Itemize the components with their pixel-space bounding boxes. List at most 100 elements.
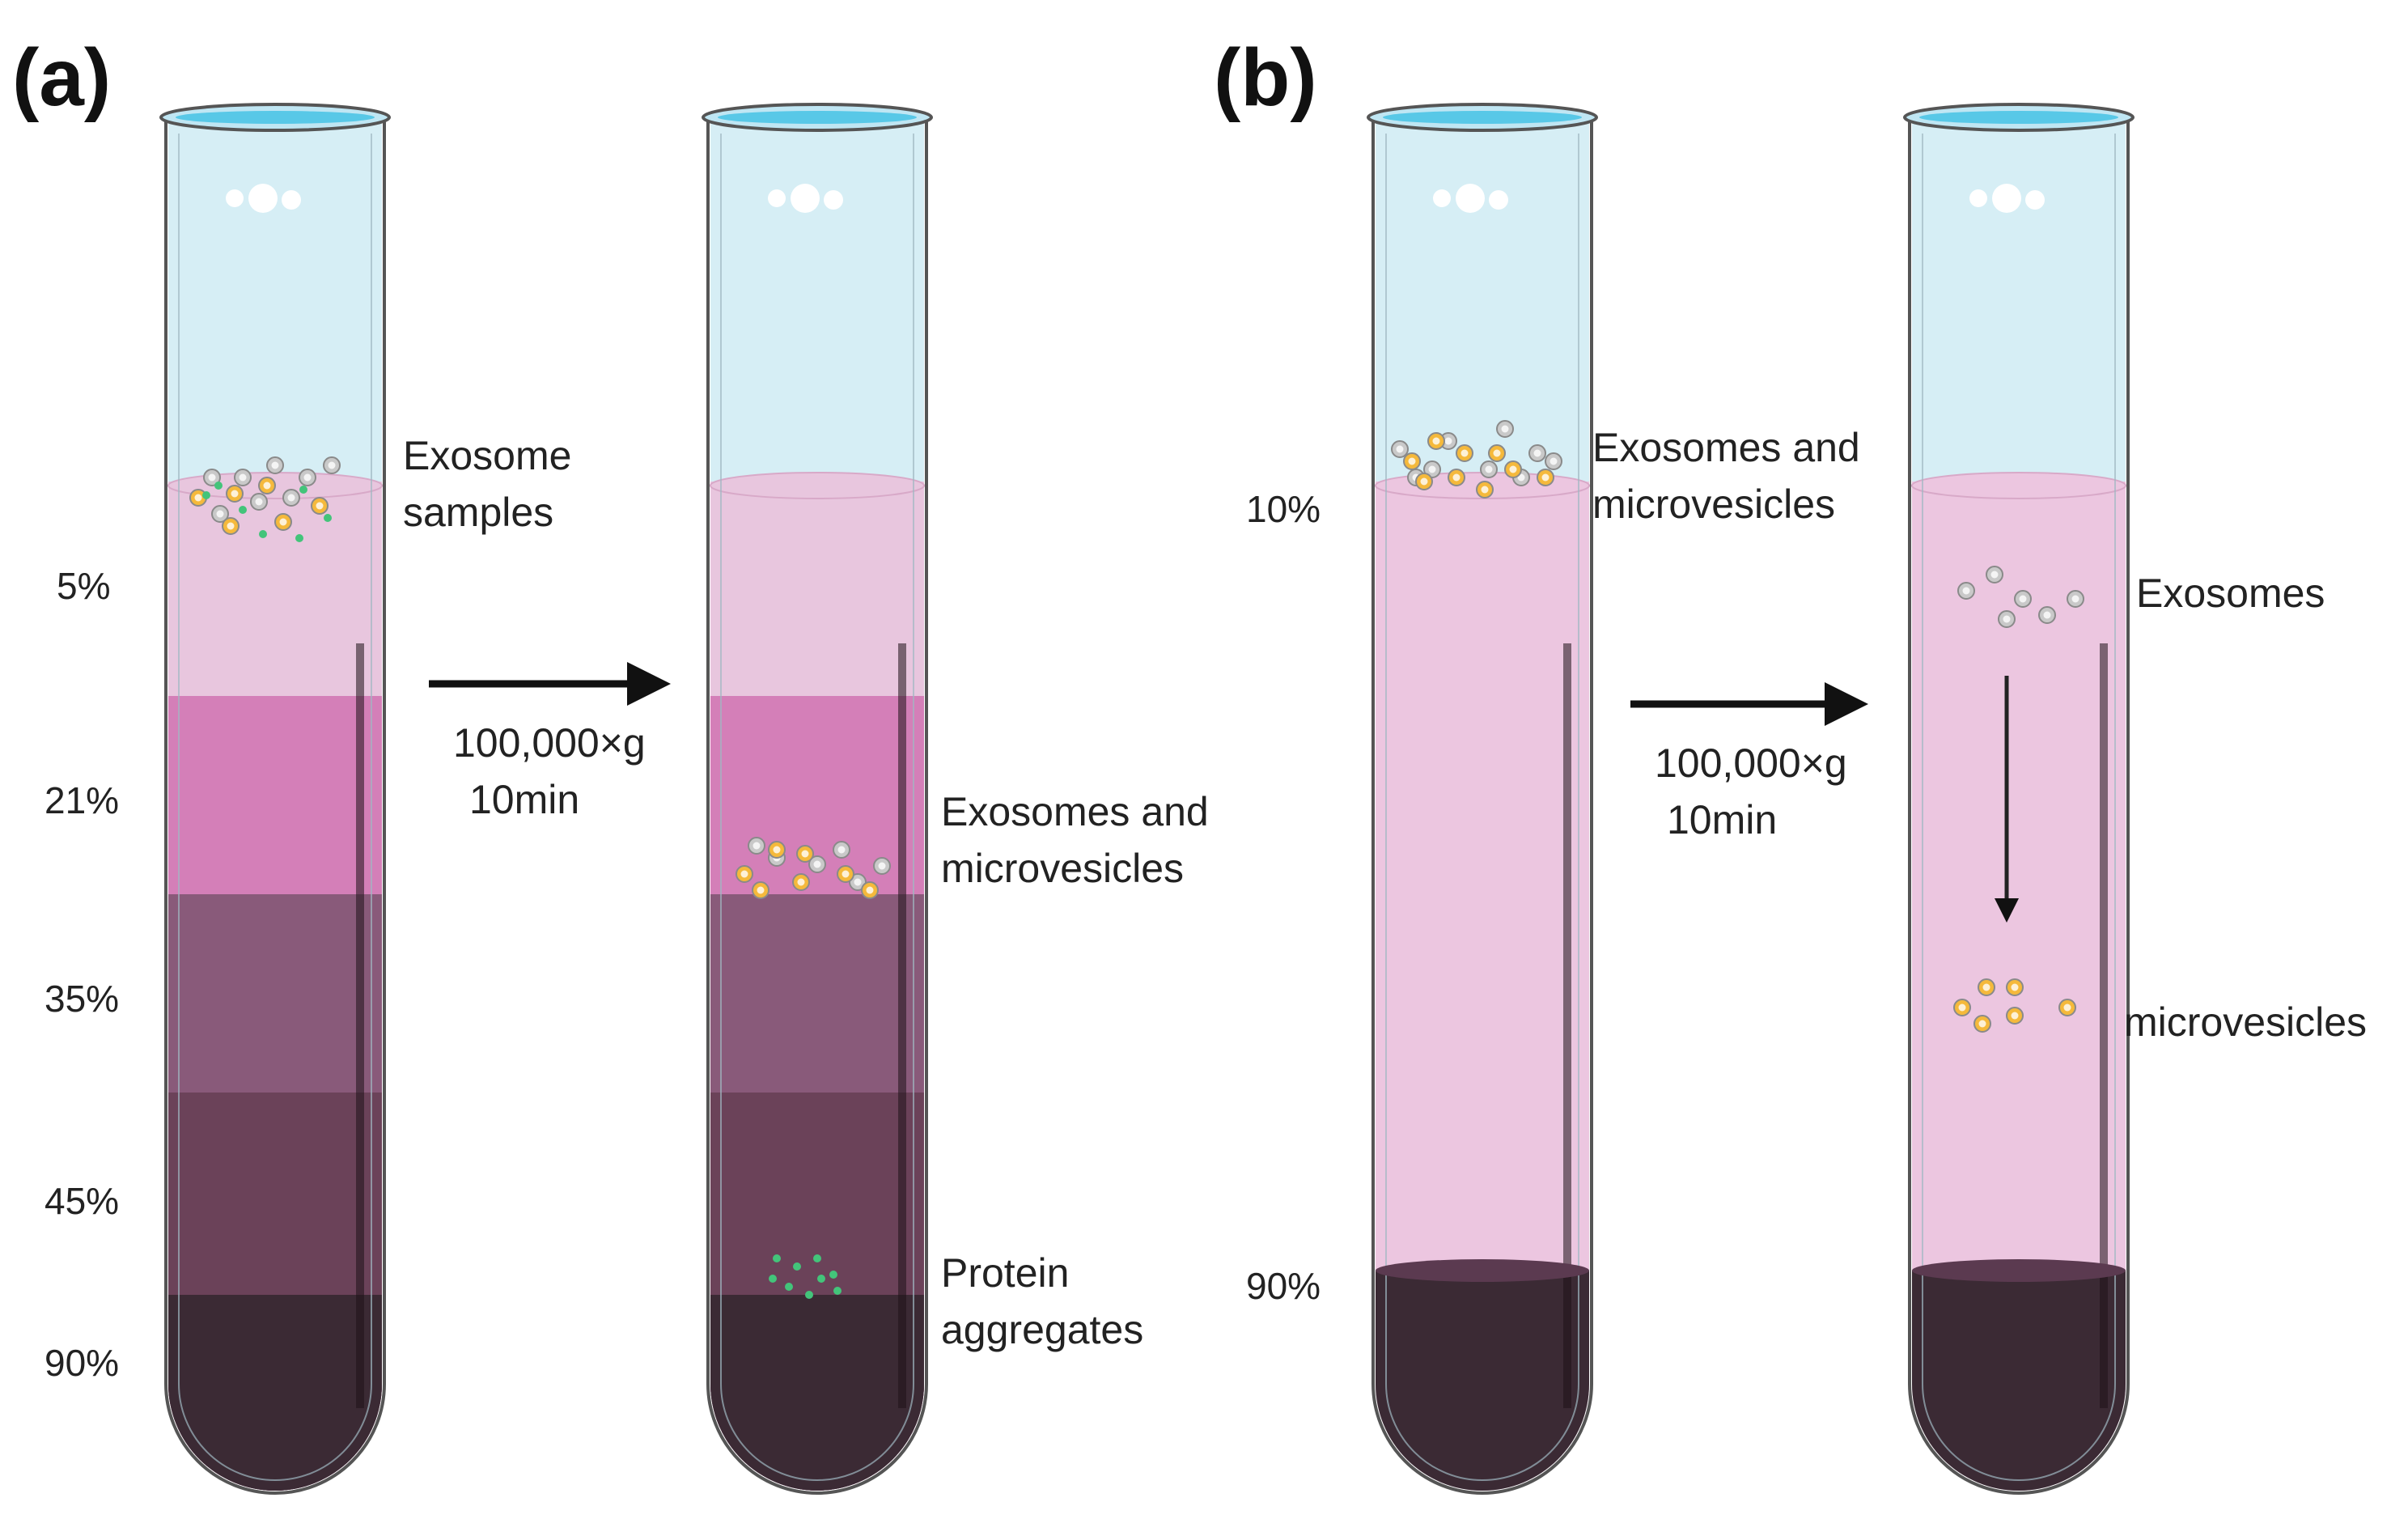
- protein-particle: [785, 1283, 793, 1291]
- bubble: [1433, 189, 1451, 207]
- exosome-particle-core: [2043, 611, 2051, 619]
- microvesicle-particle-core: [801, 850, 809, 858]
- exosome-particle-core: [1444, 437, 1452, 445]
- time-b: 10min: [1667, 797, 1777, 842]
- microvesicle-particle-core: [757, 886, 765, 894]
- panel-label-a: (a): [12, 32, 111, 123]
- exosome-particle-core: [854, 878, 862, 886]
- microvesicle-particle-core: [1420, 477, 1428, 486]
- exosome-particle-core: [1501, 425, 1509, 433]
- exosome-particle-core: [303, 473, 312, 482]
- bubble: [1456, 184, 1485, 213]
- tube-wall: [706, 117, 928, 1495]
- exosome-particle-core: [239, 473, 247, 482]
- microvesicle-particle-core: [1452, 473, 1460, 482]
- tube-a-before: [159, 103, 391, 1495]
- exosome-particle-core: [837, 846, 846, 854]
- pct-5: 5%: [57, 565, 110, 607]
- protein-particle: [202, 491, 210, 499]
- microvesicle-particle-core: [2063, 1003, 2071, 1012]
- label-exo-micro-b-1: Exosomes and: [1592, 425, 1860, 470]
- exosome-particle-core: [1962, 587, 1970, 595]
- microvesicle-particle-core: [227, 522, 235, 530]
- protein-particle: [829, 1271, 837, 1279]
- bottom-layer-surface: [1912, 1259, 2126, 1282]
- tube-wall: [1371, 117, 1593, 1495]
- exosome-particle-core: [1485, 465, 1493, 473]
- tube-inner-wall: [1385, 134, 1579, 1481]
- protein-particle: [773, 1254, 781, 1262]
- tube-b-before: [1367, 103, 1598, 1495]
- time-a: 10min: [469, 777, 579, 822]
- microvesicle-particle-core: [1982, 983, 1990, 991]
- bottom-layer-surface: [1376, 1259, 1589, 1282]
- gradient-layer: [710, 1295, 924, 1491]
- protein-particle: [295, 534, 303, 542]
- microvesicle-particle-core: [263, 482, 271, 490]
- exosome-particle-core: [2003, 615, 2011, 623]
- pct-90-a: 90%: [45, 1342, 119, 1384]
- pct-10: 10%: [1246, 488, 1321, 530]
- tube-wall: [164, 117, 386, 1495]
- liquid-surface: [1911, 472, 2126, 499]
- protein-particle: [833, 1287, 842, 1295]
- pct-90-b: 90%: [1246, 1265, 1321, 1307]
- tube-inner-wall: [178, 134, 372, 1481]
- exosome-particle-core: [2019, 595, 2027, 603]
- protein-particle: [813, 1254, 821, 1262]
- protein-particle: [769, 1275, 777, 1283]
- tube-inner-wall: [1922, 134, 2116, 1481]
- label-exosome-samples-1: Exosome: [403, 433, 571, 478]
- label-microvesicles: microvesicles: [2124, 999, 2367, 1045]
- tube-contents: [1376, 117, 1589, 1491]
- tube-contents: [168, 117, 382, 1491]
- label-exosome-samples-2: samples: [403, 490, 553, 535]
- protein-particle: [214, 482, 223, 490]
- exosome-particle-core: [878, 862, 886, 870]
- microvesicle-particle-core: [279, 518, 287, 526]
- tube-opening: [176, 111, 375, 124]
- protein-particle: [239, 506, 247, 514]
- exosome-particle-core: [1533, 449, 1541, 457]
- microvesicle-particle-core: [1958, 1003, 1966, 1012]
- gradient-layer: [1912, 1271, 2126, 1491]
- tube-contents: [1912, 117, 2126, 1491]
- pct-35: 35%: [45, 978, 119, 1020]
- exosome-particle-core: [1990, 571, 1999, 579]
- label-exosomes: Exosomes: [2136, 571, 2325, 616]
- microvesicle-particle-core: [2011, 983, 2019, 991]
- exosome-particle-core: [1428, 465, 1436, 473]
- microvesicle-particle-core: [194, 494, 202, 502]
- microvesicle-particle-core: [866, 886, 874, 894]
- microvesicle-particle-core: [231, 490, 239, 498]
- microvesicle-particle-core: [1978, 1020, 1986, 1028]
- microvesicle-particle-core: [1509, 465, 1517, 473]
- tube-opening: [1383, 111, 1582, 124]
- label-protein-2: aggregates: [941, 1307, 1143, 1352]
- tube-a-after: [702, 103, 933, 1495]
- microvesicle-particle-core: [1493, 449, 1501, 457]
- microvesicle-particle-core: [1460, 449, 1469, 457]
- label-protein-1: Protein: [941, 1250, 1069, 1296]
- tube-b-after: [1903, 103, 2135, 1495]
- protein-particle: [259, 530, 267, 538]
- bubble: [248, 184, 278, 213]
- microvesicle-particle-core: [842, 870, 850, 878]
- exosome-particle-core: [255, 498, 263, 506]
- microvesicle-particle-core: [1541, 473, 1550, 482]
- exosome-particle-core: [287, 494, 295, 502]
- label-exo-micro-a-1: Exosomes and: [941, 789, 1209, 834]
- label-exo-micro-a-2: microvesicles: [941, 846, 1184, 891]
- gradient-layer: [168, 1295, 382, 1491]
- bubble: [824, 190, 843, 210]
- bubble: [2025, 190, 2045, 210]
- bubble: [791, 184, 820, 213]
- panel-label-b: (b): [1214, 32, 1317, 123]
- exosome-particle-core: [2071, 595, 2079, 603]
- microvesicle-particle-core: [740, 870, 748, 878]
- liquid-surface: [710, 472, 925, 499]
- exosome-particle-core: [752, 842, 761, 850]
- exosome-particle-core: [1396, 445, 1404, 453]
- protein-particle: [324, 514, 332, 522]
